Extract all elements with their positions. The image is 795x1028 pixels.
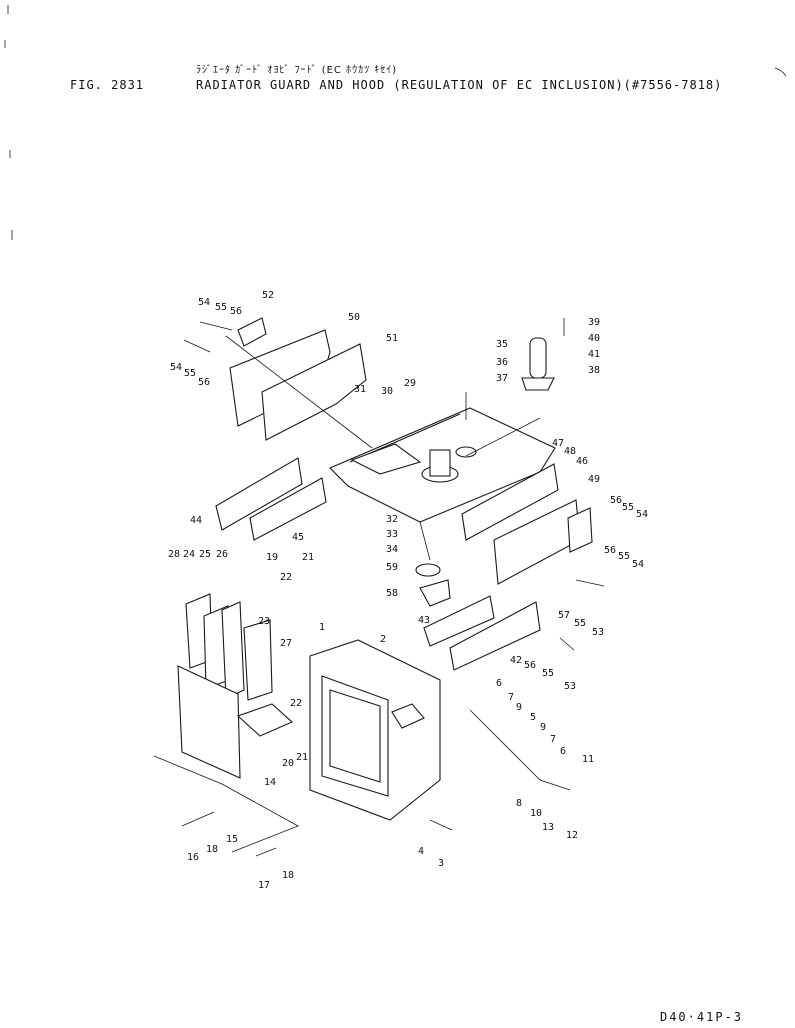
callout-51: 51 bbox=[386, 333, 398, 344]
callout-34: 34 bbox=[386, 544, 398, 555]
callout-29: 29 bbox=[404, 378, 416, 389]
page-code: D40·41P-3 bbox=[659, 1010, 743, 1024]
callout-3: 3 bbox=[438, 858, 444, 869]
callout-56: 56 bbox=[604, 545, 616, 556]
callout-6: 6 bbox=[496, 678, 502, 689]
callout-21: 21 bbox=[296, 752, 308, 763]
callout-10: 10 bbox=[530, 808, 542, 819]
callout-47: 47 bbox=[552, 438, 564, 449]
callout-56: 56 bbox=[524, 660, 536, 671]
hood-top-panel bbox=[329, 407, 556, 561]
radiator-guard-frame bbox=[309, 639, 441, 821]
callout-46: 46 bbox=[576, 456, 588, 467]
callout-27: 27 bbox=[280, 638, 292, 649]
scan-marks bbox=[4, 5, 787, 240]
callout-56: 56 bbox=[610, 495, 622, 506]
callout-56: 56 bbox=[198, 377, 210, 388]
callout-labels: 1234566778991011121314151617181819202121… bbox=[168, 290, 648, 891]
callout-42: 42 bbox=[510, 655, 522, 666]
callout-59: 59 bbox=[386, 562, 398, 573]
callout-31: 31 bbox=[354, 384, 366, 395]
radiator-side-plates bbox=[185, 593, 273, 701]
lower-side-cover bbox=[423, 595, 541, 671]
callout-56: 56 bbox=[230, 306, 242, 317]
callout-39: 39 bbox=[588, 317, 600, 328]
callout-13: 13 bbox=[542, 822, 554, 833]
callout-54: 54 bbox=[170, 362, 182, 373]
callout-2: 2 bbox=[380, 634, 386, 645]
grille-plate bbox=[153, 665, 299, 853]
callout-37: 37 bbox=[496, 373, 508, 384]
exhaust-pipe bbox=[465, 318, 565, 420]
callout-24: 24 bbox=[183, 549, 195, 560]
page-title: RADIATOR GUARD AND HOOD (REGULATION OF E… bbox=[196, 78, 723, 92]
callout-53: 53 bbox=[564, 681, 576, 692]
callout-16: 16 bbox=[187, 852, 199, 863]
callout-18: 18 bbox=[282, 870, 294, 881]
japanese-title: ﾗｼﾞｴｰﾀ ｶﾞｰﾄﾞ ｵﾖﾋﾞ ﾌｰﾄﾞ (EC ﾎｳｶﾂ ｷｾｲ) bbox=[196, 65, 398, 76]
callout-20: 20 bbox=[282, 758, 294, 769]
callout-22: 22 bbox=[280, 572, 292, 583]
callout-17: 17 bbox=[258, 880, 270, 891]
hood-side-panel bbox=[225, 317, 373, 449]
callout-11: 11 bbox=[582, 754, 594, 765]
callout-22: 22 bbox=[290, 698, 302, 709]
callout-55: 55 bbox=[184, 368, 196, 379]
callout-8: 8 bbox=[516, 798, 522, 809]
callout-1: 1 bbox=[319, 622, 325, 633]
callout-18: 18 bbox=[206, 844, 218, 855]
callout-35: 35 bbox=[496, 339, 508, 350]
callout-55: 55 bbox=[622, 502, 634, 513]
callout-50: 50 bbox=[348, 312, 360, 323]
callout-26: 26 bbox=[216, 549, 228, 560]
callout-49: 49 bbox=[588, 474, 600, 485]
callout-55: 55 bbox=[215, 302, 227, 313]
callout-25: 25 bbox=[199, 549, 211, 560]
callout-28: 28 bbox=[168, 549, 180, 560]
callout-40: 40 bbox=[588, 333, 600, 344]
callout-9: 9 bbox=[516, 702, 522, 713]
callout-57: 57 bbox=[558, 610, 570, 621]
callout-36: 36 bbox=[496, 357, 508, 368]
callout-52: 52 bbox=[262, 290, 274, 301]
callout-38: 38 bbox=[588, 365, 600, 376]
air-duct bbox=[415, 563, 451, 607]
callout-58: 58 bbox=[386, 588, 398, 599]
callout-54: 54 bbox=[632, 559, 644, 570]
hardware-bolts bbox=[181, 321, 605, 857]
side-cover-left bbox=[215, 457, 327, 541]
callout-54: 54 bbox=[636, 509, 648, 520]
callout-32: 32 bbox=[386, 514, 398, 525]
callout-44: 44 bbox=[190, 515, 202, 526]
callout-55: 55 bbox=[574, 618, 586, 629]
callout-7: 7 bbox=[508, 692, 514, 703]
callout-21: 21 bbox=[302, 552, 314, 563]
callout-4: 4 bbox=[418, 846, 424, 857]
callout-55: 55 bbox=[542, 668, 554, 679]
callout-6: 6 bbox=[560, 746, 566, 757]
callout-53: 53 bbox=[592, 627, 604, 638]
callout-19: 19 bbox=[266, 552, 278, 563]
callout-9: 9 bbox=[540, 722, 546, 733]
callout-41: 41 bbox=[588, 349, 600, 360]
callout-30: 30 bbox=[381, 386, 393, 397]
callout-12: 12 bbox=[566, 830, 578, 841]
callout-15: 15 bbox=[226, 834, 238, 845]
callout-48: 48 bbox=[564, 446, 576, 457]
callout-54: 54 bbox=[198, 297, 210, 308]
callout-33: 33 bbox=[386, 529, 398, 540]
figure-number: FIG. 2831 bbox=[70, 78, 145, 92]
callout-5: 5 bbox=[530, 712, 536, 723]
callout-55: 55 bbox=[618, 551, 630, 562]
callout-23: 23 bbox=[258, 616, 270, 627]
side-cover-right bbox=[461, 463, 593, 585]
callout-45: 45 bbox=[292, 532, 304, 543]
callout-14: 14 bbox=[264, 777, 276, 788]
callout-43: 43 bbox=[418, 615, 430, 626]
callout-7: 7 bbox=[550, 734, 556, 745]
